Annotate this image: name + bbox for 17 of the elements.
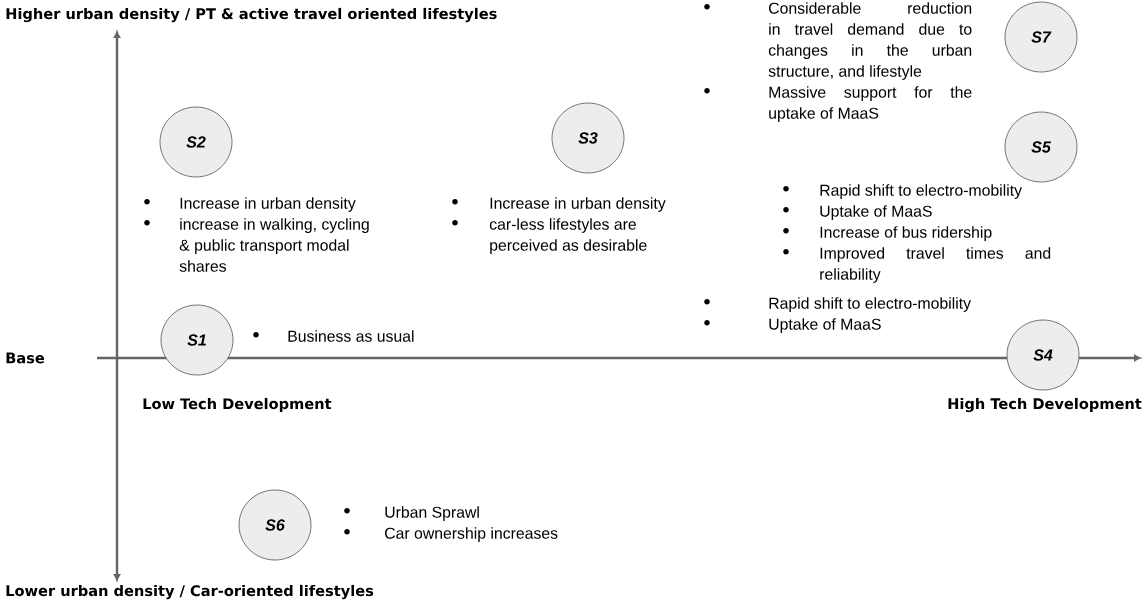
bullet-item: Car ownership increases xyxy=(344,527,558,542)
bullet-item: car-less lifestyles are perceived as desirable xyxy=(452,218,647,254)
axis-label: Higher urban density / PT & active travel oriented lifestyles xyxy=(6,7,497,23)
bullet-item: Increase of bus ridership xyxy=(783,226,992,241)
axis-label: Base xyxy=(6,352,45,364)
bullet-item: Improved travel times and reliability xyxy=(783,247,1051,283)
bullet-item: Rapid shift to electro-mobility xyxy=(783,184,1022,199)
bullet-item: Urban Sprawl xyxy=(344,506,479,521)
bullet-item: Uptake of MaaS xyxy=(704,318,881,333)
bullet-item: Increase in urban density xyxy=(452,197,666,212)
bullet-item: Considerable reduction in travel demand due to changes in the urban structure, and lifestyle xyxy=(704,2,972,80)
bullet-item: Uptake of MaaS xyxy=(783,205,932,220)
bullet-item: Increase in urban density xyxy=(144,197,356,212)
bullet-item: increase in walking, cycling & public transport modal shares xyxy=(144,218,369,272)
bullet-item: Massive support for the uptake of MaaS xyxy=(704,86,972,122)
bullet-item: Rapid shift to electro-mobility xyxy=(704,297,971,312)
bullet-item: Business as usual xyxy=(253,330,414,342)
